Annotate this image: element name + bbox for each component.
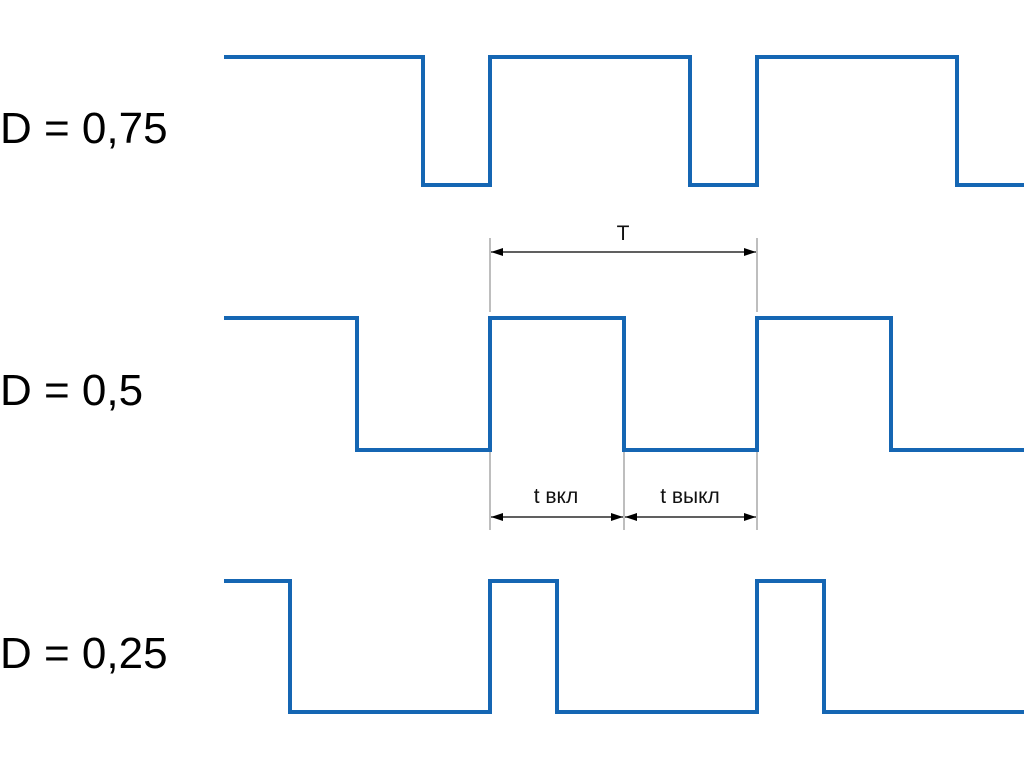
duty-label-075: D = 0,75 [0,104,168,153]
waveform-duty-025 [224,579,1024,714]
period-label: T [617,222,630,245]
toff-label: t выкл [660,485,720,508]
duty-label-05: D = 0,5 [0,366,144,415]
waveform-duty-075 [224,55,1024,187]
waveform-duty-05 [224,316,1024,452]
ton-label: t вкл [534,485,579,508]
duty-label-025: D = 0,25 [0,629,168,678]
